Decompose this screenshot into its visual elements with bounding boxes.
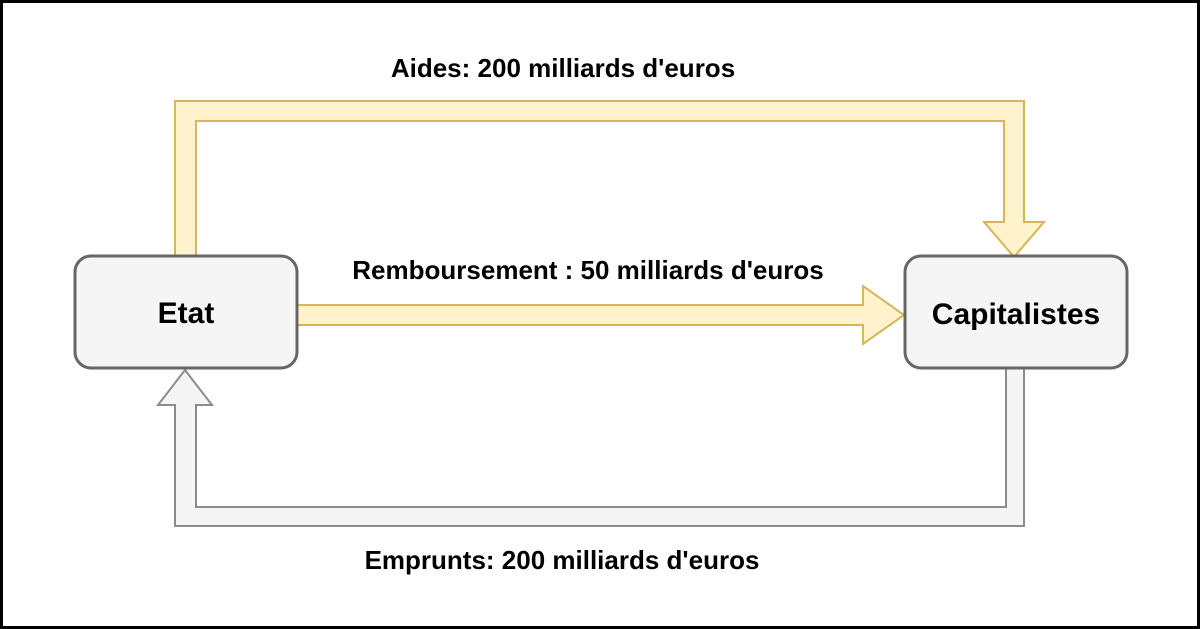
- node-etat: [73, 254, 299, 370]
- node-capitalistes: [903, 254, 1129, 370]
- emprunts-arrow: [155, 367, 1025, 527]
- aides-arrow: [174, 100, 1047, 259]
- emprunts-arrow-label: Emprunts: 200 milliards d'euros: [365, 545, 760, 575]
- node-etat-label: Etat: [158, 297, 215, 330]
- remboursement-arrow: [296, 284, 906, 346]
- node-capitalistes-label: Capitalistes: [932, 298, 1100, 331]
- aides-arrow-label: Aides: 200 milliards d'euros: [391, 53, 735, 83]
- remboursement-arrow-label: Remboursement : 50 milliards d'euros: [352, 255, 823, 285]
